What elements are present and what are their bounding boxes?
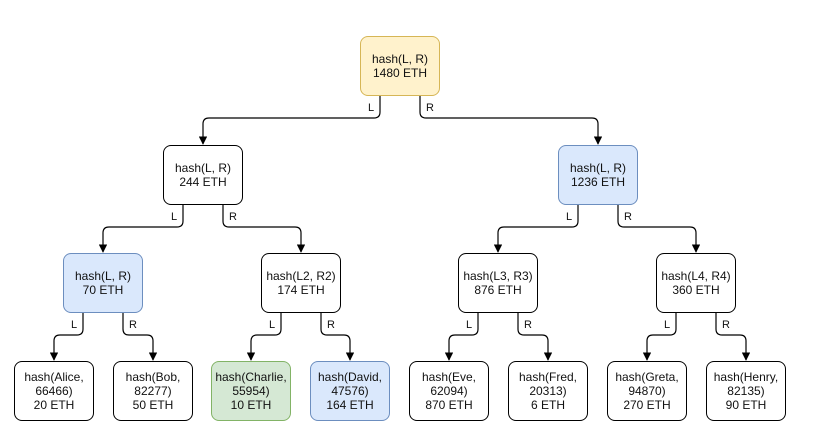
edge-label-n6-henry: R xyxy=(720,319,732,331)
node-l3-r1: hash(L, R)70 ETH xyxy=(63,253,143,313)
node-text-line: 164 ETH xyxy=(326,398,374,412)
edge-root-n1 xyxy=(198,96,381,145)
node-text-line: 20313) xyxy=(529,384,567,398)
leaf-greta: hash(Greta,94870)270 ETH xyxy=(607,361,687,421)
node-text-line: hash(David, xyxy=(317,370,383,384)
node-text-line: 876 ETH xyxy=(474,283,522,297)
edge-label-n4-david: R xyxy=(325,319,337,331)
node-text-line: 62094) xyxy=(430,384,468,398)
node-text-line: hash(L, R) xyxy=(569,161,627,175)
edge-label-n5-fred: R xyxy=(522,319,534,331)
node-text-line: hash(Alice, xyxy=(24,370,84,384)
node-text-line: 94870) xyxy=(628,384,666,398)
node-text-line: 66466) xyxy=(35,384,73,398)
node-text-line: 10 ETH xyxy=(230,398,272,412)
node-l3-r3: hash(L3, R3)876 ETH xyxy=(458,253,538,313)
edge-label-n4-charlie: L xyxy=(267,319,278,331)
node-text: hash(Charlie,55954)10 ETH xyxy=(215,370,286,412)
node-l2-r2: hash(L2, R2)174 ETH xyxy=(261,253,341,313)
node-text: hash(Alice,66466)20 ETH xyxy=(24,370,83,412)
node-text: hash(L3, R3)876 ETH xyxy=(463,269,532,297)
node-l4-r4: hash(L4, R4)360 ETH xyxy=(656,253,736,313)
node-text: hash(Bob,82277)50 ETH xyxy=(126,370,181,412)
leaf-bob: hash(Bob,82277)50 ETH xyxy=(113,361,193,421)
node-text-line: hash(Bob, xyxy=(125,370,181,384)
edge-label-n2-n6: R xyxy=(622,211,634,223)
node-text: hash(L, R)1236 ETH xyxy=(570,161,626,189)
node-text: hash(Henry,82135)90 ETH xyxy=(714,370,778,412)
node-text-line: 270 ETH xyxy=(623,398,671,412)
node-text-line: 20 ETH xyxy=(33,398,75,412)
node-text-line: 360 ETH xyxy=(672,283,720,297)
node-text-line: hash(Charlie, xyxy=(215,370,287,384)
node-right-subtree: hash(L, R)1236 ETH xyxy=(558,145,638,205)
edge-label-n1-n3: L xyxy=(169,211,180,223)
node-text-line: 82135) xyxy=(727,384,765,398)
node-text: hash(Greta,94870)270 ETH xyxy=(615,370,678,412)
edge-n2-n6 xyxy=(617,205,701,253)
node-text-line: 82277) xyxy=(134,384,172,398)
node-text-line: 90 ETH xyxy=(725,398,767,412)
leaf-charlie: hash(Charlie,55954)10 ETH xyxy=(211,361,291,421)
leaf-alice: hash(Alice,66466)20 ETH xyxy=(14,361,94,421)
node-text-line: hash(L, R) xyxy=(371,52,429,66)
edge-label-n1-n4: R xyxy=(227,211,239,223)
node-text: hash(David,47576)164 ETH xyxy=(318,370,382,412)
node-text-line: 1480 ETH xyxy=(372,66,428,80)
node-text: hash(L, R)244 ETH xyxy=(175,161,231,189)
leaf-henry: hash(Henry,82135)90 ETH xyxy=(706,361,786,421)
leaf-eve: hash(Eve,62094)870 ETH xyxy=(409,361,489,421)
root-node: hash(L, R)1480 ETH xyxy=(360,36,440,96)
edge-n4-david xyxy=(320,313,355,361)
node-left-subtree: hash(L, R)244 ETH xyxy=(163,145,243,205)
edge-n2-n5 xyxy=(493,205,579,253)
node-text-line: 244 ETH xyxy=(179,175,227,189)
node-text-line: 6 ETH xyxy=(530,398,565,412)
edge-n3-alice xyxy=(49,313,84,361)
node-text: hash(L, R)1480 ETH xyxy=(372,52,428,80)
node-text-line: 70 ETH xyxy=(82,283,124,297)
node-text-line: 55954) xyxy=(232,384,270,398)
node-text-line: hash(L4, R4) xyxy=(661,269,731,283)
node-text-line: hash(L, R) xyxy=(174,161,232,175)
node-text-line: 1236 ETH xyxy=(570,175,626,189)
node-text-line: 174 ETH xyxy=(277,283,325,297)
node-text-line: hash(Fred, xyxy=(518,370,578,384)
leaf-fred: hash(Fred,20313)6 ETH xyxy=(508,361,588,421)
node-text: hash(L2, R2)174 ETH xyxy=(266,269,335,297)
node-text-line: 50 ETH xyxy=(132,398,174,412)
edge-label-root-n1: L xyxy=(366,102,377,114)
node-text-line: hash(Greta, xyxy=(615,370,679,384)
edge-n1-n4 xyxy=(222,205,306,253)
edge-n5-fred xyxy=(517,313,553,361)
node-text: hash(L, R)70 ETH xyxy=(75,269,131,297)
edge-label-root-n2: R xyxy=(424,102,436,114)
leaf-david: hash(David,47576)164 ETH xyxy=(310,361,390,421)
node-text-line: hash(L3, R3) xyxy=(463,269,533,283)
edge-root-n2 xyxy=(419,96,603,145)
node-text-line: hash(Eve, xyxy=(421,370,477,384)
edge-label-n5-eve: L xyxy=(464,319,475,331)
node-text-line: 47576) xyxy=(331,384,369,398)
edge-n6-henry xyxy=(715,313,751,361)
node-text-line: hash(L2, R2) xyxy=(266,269,336,283)
edge-n5-eve xyxy=(444,313,479,361)
node-text: hash(Eve,62094)870 ETH xyxy=(422,370,476,412)
edge-label-n2-n5: L xyxy=(564,211,575,223)
edge-label-n3-bob: R xyxy=(127,319,139,331)
node-text: hash(Fred,20313)6 ETH xyxy=(519,370,577,412)
edge-label-n3-alice: L xyxy=(69,319,80,331)
edge-n6-greta xyxy=(642,313,677,361)
node-text: hash(L4, R4)360 ETH xyxy=(661,269,730,297)
edge-n1-n3 xyxy=(98,205,184,253)
node-text-line: hash(L, R) xyxy=(74,269,132,283)
edge-n4-charlie xyxy=(246,313,282,361)
edge-n3-bob xyxy=(122,313,158,361)
node-text-line: 870 ETH xyxy=(425,398,473,412)
node-text-line: hash(Henry, xyxy=(713,370,779,384)
edge-label-n6-greta: L xyxy=(662,319,673,331)
